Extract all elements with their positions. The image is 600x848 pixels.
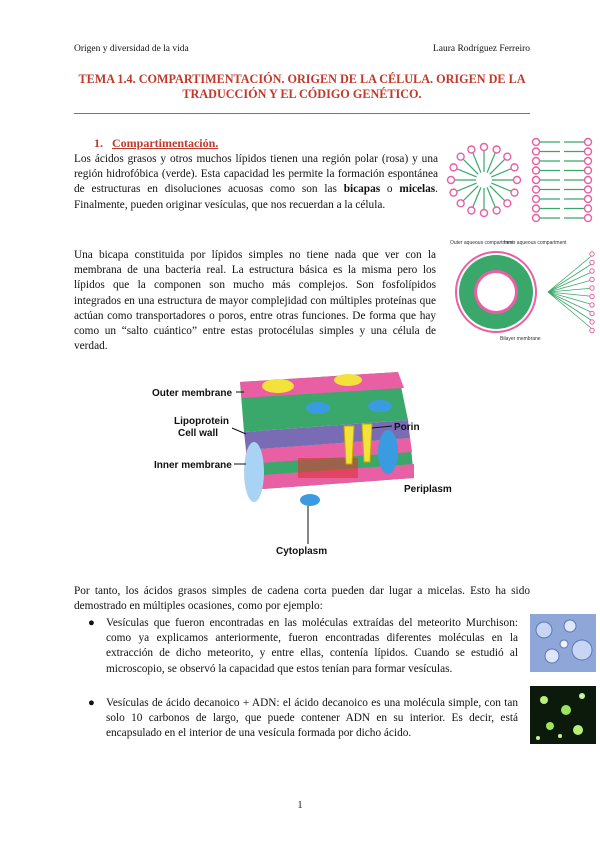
label-cell-wall: Cell wall: [178, 428, 218, 439]
label-cytoplasm: Cytoplasm: [276, 546, 327, 557]
label-porin: Porin: [394, 422, 420, 433]
vesicle-figure: Outer aqueous compartment Inner aqueous …: [450, 240, 595, 342]
title-divider: [74, 113, 530, 114]
label-inner-membrane: Inner membrane: [154, 460, 232, 471]
vesicle-outer-label: Outer aqueous compartment: [450, 240, 514, 246]
header-right: Laura Rodríguez Ferreiro: [432, 44, 530, 54]
section-number: 1.: [94, 136, 103, 150]
label-periplasm: Periplasm: [404, 484, 452, 495]
label-lipoprotein: Lipoprotein: [174, 416, 229, 427]
paragraph-2: Una bicapa constituida por lípidos simpl…: [74, 249, 436, 353]
murchison-vesicles-micrograph: [530, 614, 596, 672]
label-outer-membrane: Outer membrane: [152, 388, 232, 399]
bullet-icon: ●: [88, 697, 95, 709]
paragraph-1: Los ácidos grasos y otros muchos lípidos…: [74, 153, 438, 211]
decanoic-dna-vesicles-micrograph: [530, 686, 596, 744]
paragraph-3: Por tanto, los ácidos grasos simples de …: [74, 585, 530, 613]
vesicle-bilayer-label: Bilayer membrane: [500, 336, 541, 342]
section-heading: 1. Compartimentación.: [94, 136, 218, 151]
bilayer-sheet-figure: [531, 137, 593, 223]
header-left: Origen y diversidad de la vida: [74, 44, 189, 54]
page-number: 1: [297, 800, 303, 811]
vesicle-inner-label: Inner aqueous compartment: [504, 240, 567, 246]
bullet-icon: ●: [88, 617, 95, 629]
membrane-figure: Outer membrane Lipoprotein Cell wall Inn…: [152, 372, 452, 557]
page-title: TEMA 1.4. COMPARTIMENTACIÓN. ORIGEN DE L…: [78, 72, 526, 101]
micelle-figure: [446, 142, 522, 218]
section-label: Compartimentación.: [112, 136, 219, 150]
